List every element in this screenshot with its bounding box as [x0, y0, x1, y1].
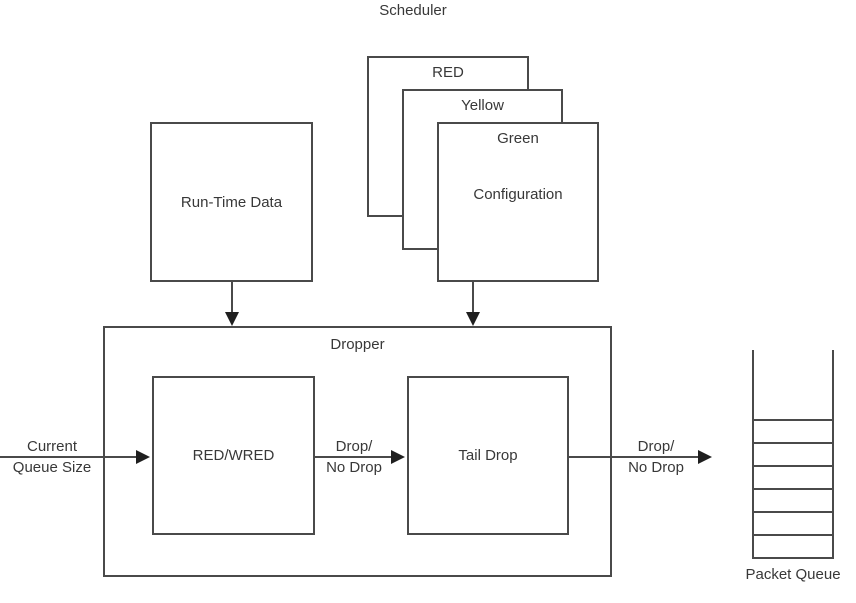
config-to-dropper-arrow — [466, 280, 480, 326]
yellow-profile-label: Yellow — [461, 97, 504, 114]
arrowhead-icon — [698, 450, 712, 464]
run-time-data-box: Run-Time Data — [150, 122, 313, 282]
internal-drop-no-drop-label: Drop/ No Drop — [314, 436, 394, 478]
configuration-label: Configuration — [473, 186, 563, 203]
queue-slot — [754, 488, 832, 511]
current-queue-size-label-line1: Current — [26, 438, 78, 455]
packet-queue-free-space — [754, 350, 832, 419]
arrowhead-icon — [225, 312, 239, 326]
queue-slot — [754, 465, 832, 488]
green-profile-box: Green Configuration — [437, 122, 599, 282]
packet-queue — [752, 350, 834, 559]
dropper-label: Dropper — [330, 336, 385, 353]
dropper-box: Dropper RED/WRED Tail Drop — [103, 326, 612, 577]
green-profile-label: Green — [497, 130, 539, 147]
runtime-to-dropper-arrow — [225, 282, 239, 326]
arrowhead-icon — [466, 312, 480, 326]
current-queue-size-label-line2: Queue Size — [12, 459, 92, 476]
output-drop-no-drop-label: Drop/ No Drop — [616, 436, 696, 478]
output-drop-label-line1: Drop/ — [637, 438, 675, 455]
red-profile-label: RED — [432, 64, 464, 81]
scheduler-label: Scheduler — [379, 2, 447, 19]
red-wred-box: RED/WRED — [152, 376, 315, 535]
packet-queue-label: Packet Queue — [745, 566, 841, 583]
red-wred-label: RED/WRED — [192, 447, 275, 464]
queue-slot — [754, 419, 832, 442]
internal-drop-label-line1: Drop/ — [335, 438, 373, 455]
queue-cells — [754, 419, 832, 557]
tail-drop-box: Tail Drop — [407, 376, 569, 535]
queue-slot — [754, 442, 832, 465]
run-time-data-label: Run-Time Data — [180, 193, 283, 211]
current-queue-size-label: Current Queue Size — [2, 436, 102, 478]
output-drop-label-line2: No Drop — [628, 459, 684, 476]
tail-drop-label: Tail Drop — [458, 447, 518, 464]
queue-slot — [754, 511, 832, 534]
internal-drop-label-line2: No Drop — [326, 459, 382, 476]
queue-slot — [754, 534, 832, 557]
